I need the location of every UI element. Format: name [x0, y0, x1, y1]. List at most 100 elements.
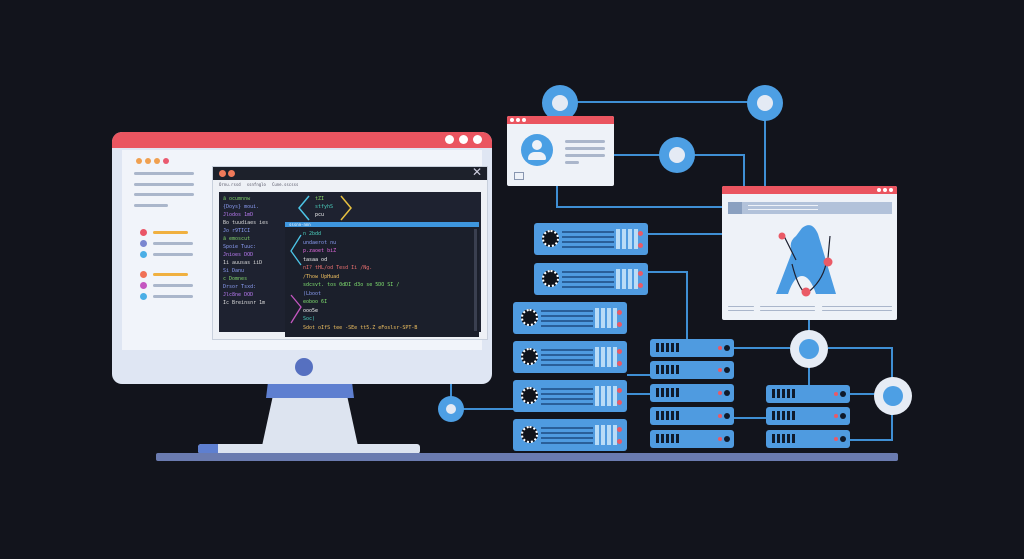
vent-icon	[595, 308, 617, 328]
network-node-icon[interactable]	[438, 396, 464, 422]
user-avatar-icon	[521, 134, 553, 166]
status-led-icon	[638, 231, 643, 236]
list-line	[153, 284, 193, 287]
server-blade[interactable]	[650, 430, 734, 448]
close-icon[interactable]: ✕	[471, 165, 482, 179]
code-line: c Domnes	[223, 276, 248, 282]
window-controls	[877, 188, 893, 192]
scrollbar[interactable]	[474, 229, 477, 331]
text-line	[565, 147, 605, 150]
status-led-icon	[834, 392, 838, 396]
list-line	[153, 253, 193, 256]
code-line: Jlodos 1mD	[223, 212, 254, 218]
window-dot-icon[interactable]	[459, 135, 468, 144]
vent-icon	[656, 365, 679, 374]
network-node-icon[interactable]	[747, 85, 783, 121]
code-overlay-pane: sssnn-nnn n 2bdd undaerot nu p.zaoet biZ…	[285, 222, 479, 337]
text-line	[760, 310, 815, 311]
window-controls	[510, 118, 526, 122]
window-dot-icon[interactable]	[473, 135, 482, 144]
editor-tabs: Ornu.rssd ssnfnglo Cune.sscsss	[219, 182, 298, 187]
dot-icon	[154, 158, 160, 164]
sidebar-line	[134, 193, 194, 196]
monitor-title-bar	[112, 132, 492, 148]
fan-icon	[521, 309, 538, 326]
desk-shelf	[156, 453, 898, 461]
window-dot-icon[interactable]	[445, 135, 454, 144]
network-node-icon[interactable]	[659, 137, 695, 173]
toolbar	[728, 202, 892, 214]
list-line-highlight	[153, 273, 188, 276]
text-line	[728, 310, 754, 311]
text-line	[565, 154, 605, 157]
code-line: ooo5e	[303, 307, 319, 314]
code-line: Spoie Tuuc:	[223, 244, 257, 250]
monitor: ✕ Ornu.rssd ssnfnglo Cune.sscsss ā ocumn…	[112, 132, 492, 384]
server-blade[interactable]	[766, 385, 850, 403]
window-dot-icon[interactable]	[228, 170, 235, 177]
status-led-icon	[834, 437, 838, 441]
bullet-icon	[140, 251, 147, 258]
code-line: Drsor Tsxd:	[223, 284, 257, 290]
profile-card[interactable]	[507, 116, 614, 186]
bracket-icon	[298, 195, 352, 221]
text-line	[565, 140, 605, 143]
network-node-icon[interactable]	[542, 85, 578, 121]
power-button-icon[interactable]	[295, 358, 313, 376]
code-line: Si Danu	[223, 268, 245, 274]
server-blade[interactable]	[650, 361, 734, 379]
server-unit[interactable]	[513, 341, 627, 373]
chat-icon[interactable]	[514, 172, 524, 180]
bracket-icon	[290, 234, 302, 324]
port-icon	[840, 391, 846, 397]
design-card[interactable]	[722, 186, 897, 320]
server-blade[interactable]	[766, 430, 850, 448]
server-blade[interactable]	[650, 407, 734, 425]
server-blade[interactable]	[650, 339, 734, 357]
status-led-icon	[718, 346, 722, 350]
tool-icon[interactable]	[728, 202, 742, 214]
code-line: tZI	[315, 196, 325, 202]
server-blade[interactable]	[650, 384, 734, 402]
server-blade[interactable]	[766, 407, 850, 425]
fan-icon	[542, 230, 559, 247]
monitor-base	[198, 444, 420, 454]
network-hub-icon[interactable]	[790, 330, 828, 368]
status-led-icon	[834, 414, 838, 418]
vent-icon	[595, 386, 617, 406]
status-led-icon	[617, 310, 622, 315]
server-unit[interactable]	[534, 263, 648, 295]
code-line: p.zaoet biZ	[303, 248, 337, 254]
status-led-icon	[718, 391, 722, 395]
editor-tab[interactable]: Cune.sscsss	[271, 182, 299, 187]
status-led-icon	[617, 427, 622, 432]
code-line: (Lboot	[303, 290, 322, 297]
sidebar-dots	[136, 158, 169, 164]
vent-icon	[772, 389, 795, 398]
editor-tab[interactable]: ssnfnglo	[246, 182, 266, 187]
code-line: Ic Breinsnr 1m	[223, 300, 266, 306]
server-unit[interactable]	[534, 223, 648, 255]
server-unit[interactable]	[513, 380, 627, 412]
port-icon	[724, 345, 730, 351]
drive-lines	[562, 231, 614, 251]
server-unit[interactable]	[513, 302, 627, 334]
editor-tab[interactable]: Ornu.rssd	[219, 182, 241, 187]
fan-icon	[521, 387, 538, 404]
bullet-icon	[140, 293, 147, 300]
window-dot-icon[interactable]	[219, 170, 226, 177]
code-line: nI? tHL/od Tesd Ii /Ng.	[303, 265, 373, 271]
code-line: /Thow UpHuad	[303, 273, 340, 280]
status-led-icon	[617, 361, 622, 366]
drive-lines	[541, 427, 593, 447]
code-area[interactable]: ā ocumnnw {Doys} moui. Jlodos 1mD Bo tuu…	[219, 192, 481, 337]
port-icon	[724, 436, 730, 442]
server-unit[interactable]	[513, 419, 627, 451]
fan-icon	[542, 270, 559, 287]
network-hub-icon[interactable]	[874, 377, 912, 415]
vent-icon	[772, 434, 795, 443]
fan-icon	[521, 426, 538, 443]
drive-lines	[541, 310, 593, 330]
vent-icon	[595, 347, 617, 367]
